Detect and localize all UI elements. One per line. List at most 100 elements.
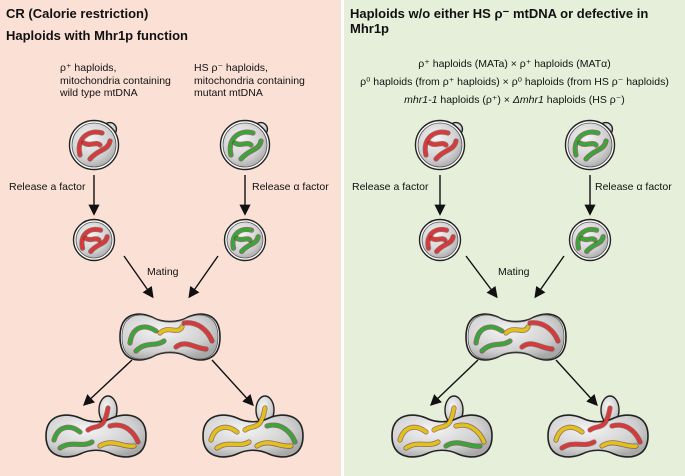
left-mating-cell-alpha-mito-3 bbox=[235, 236, 252, 242]
right-progeny-left-mito-2 bbox=[404, 440, 440, 450]
right-mating-cell-a-mito-3 bbox=[430, 236, 447, 242]
left-haploid-hs-rho-minus-mito-2 bbox=[239, 139, 263, 161]
left-progeny-mixed bbox=[45, 395, 147, 458]
right-haploid-a bbox=[414, 119, 466, 171]
left-haploid-hs-rho-minus-mito-3 bbox=[233, 141, 253, 147]
left-haploid-label-line-2: mitochondria containing bbox=[60, 74, 171, 87]
left-haploid-hs-rho-minus bbox=[219, 119, 271, 171]
right-progeny-right-mito-1 bbox=[554, 425, 584, 442]
left-haploid-rho-plus-mito-1 bbox=[77, 130, 104, 157]
panel-control-haploids bbox=[344, 0, 685, 476]
left-zygote-mito-right-1 bbox=[182, 320, 214, 343]
left-zygote-mito-left-2 bbox=[134, 339, 166, 353]
right-haploid-a-mito-3 bbox=[428, 141, 448, 147]
right-haploid-label-line-2: mitochondria containing bbox=[194, 74, 305, 87]
right-haploid-label-line-1: HS ρ⁻ haploids, bbox=[194, 62, 268, 74]
left-mating-cell-a bbox=[72, 218, 116, 262]
right-release-alpha-factor: Release α factor bbox=[595, 181, 672, 193]
left-progeny-mutant-mito-2 bbox=[215, 440, 251, 450]
cross-2: ρ⁰ haploids (from ρ⁺ haploids) × ρ⁰ hapl… bbox=[360, 76, 669, 88]
left-haploid-label: ρ⁺ haploids, mitochondria containing wil… bbox=[60, 62, 171, 100]
right-mating-cell-a-mito-1 bbox=[426, 227, 449, 250]
right-haploid-a-mito-1 bbox=[423, 130, 450, 157]
right-mating-cell-alpha bbox=[568, 218, 612, 262]
right-zygote bbox=[465, 313, 567, 361]
left-arrow-mating-alpha bbox=[188, 255, 219, 299]
right-arrow-mating-a bbox=[465, 255, 498, 299]
right-mating-label: Mating bbox=[498, 266, 530, 278]
left-panel-title: CR (Calorie restriction) bbox=[6, 6, 149, 21]
left-haploid-label-line-1: ρ⁺ haploids, bbox=[60, 62, 117, 74]
right-mating-cell-a-mito-2 bbox=[434, 234, 455, 254]
right-haploid-alpha bbox=[564, 119, 616, 171]
left-progeny-mixed-body bbox=[45, 414, 147, 458]
right-progeny-left-mito-1 bbox=[398, 425, 428, 442]
left-progeny-mixed-mito-5 bbox=[98, 441, 136, 449]
left-progeny-mutant-body bbox=[202, 414, 304, 458]
right-progeny-right-mito-5 bbox=[600, 441, 638, 449]
left-haploid-rho-plus-mito-3 bbox=[82, 141, 102, 147]
left-haploid-rho-plus-mito-2 bbox=[88, 139, 112, 161]
cross-3-allele-mhr1-1: mhr1-1 bbox=[404, 94, 438, 106]
right-zygote-mito-left-2 bbox=[480, 339, 512, 353]
left-arrow-progeny-right bbox=[211, 359, 254, 407]
left-release-a-factor: Release a factor bbox=[9, 181, 86, 193]
left-progeny-mutant-mito-3 bbox=[243, 406, 267, 432]
left-release-alpha-factor: Release α factor bbox=[252, 181, 329, 193]
right-progeny-left-mito-5 bbox=[444, 441, 482, 449]
left-progeny-mutant-mito-4 bbox=[265, 423, 297, 444]
cross-3-end: haploids (HS ρ⁻) bbox=[543, 94, 625, 106]
panel-divider bbox=[341, 0, 344, 476]
left-mating-cell-alpha bbox=[223, 218, 267, 262]
left-panel-subtitle: Haploids with Mhr1p function bbox=[6, 28, 188, 43]
right-progeny-left bbox=[391, 395, 493, 458]
right-mating-cell-alpha-mito-1 bbox=[576, 227, 599, 250]
right-mating-cell-alpha-mito-2 bbox=[584, 234, 605, 254]
left-progeny-mutant-mito-5 bbox=[255, 441, 293, 449]
cross-3-allele-delta-mhr1: Δmhr1 bbox=[512, 94, 544, 106]
cross-1: ρ⁺ haploids (MATa) × ρ⁺ haploids (MATα) bbox=[418, 58, 611, 70]
right-haploid-alpha-mito-2 bbox=[584, 139, 608, 161]
right-mating-cell-a bbox=[418, 218, 462, 262]
left-arrow-progeny-left bbox=[82, 359, 133, 406]
left-mating-label: Mating bbox=[147, 266, 179, 278]
left-zygote bbox=[119, 313, 221, 361]
right-progeny-right bbox=[547, 395, 649, 458]
right-progeny-right-mito-3 bbox=[588, 406, 612, 432]
left-zygote-mito-left-1 bbox=[128, 325, 158, 345]
right-arrow-mating-alpha bbox=[534, 255, 565, 299]
right-arrow-progeny-right bbox=[555, 359, 598, 407]
right-haploid-alpha-mito-1 bbox=[573, 130, 600, 157]
left-haploid-rho-plus bbox=[68, 119, 120, 171]
left-progeny-mixed-mito-4 bbox=[108, 423, 140, 444]
right-progeny-right-body bbox=[547, 414, 649, 458]
right-progeny-right-mito-4 bbox=[610, 423, 642, 444]
cross-3-mid: haploids (ρ⁺) × bbox=[437, 94, 513, 106]
left-progeny-mixed-mito-3 bbox=[86, 406, 110, 432]
left-mating-cell-a-mito-1 bbox=[80, 227, 103, 250]
right-progeny-left-body bbox=[391, 414, 493, 458]
right-zygote-mito-right-1 bbox=[528, 320, 560, 343]
right-zygote-mito-middle bbox=[504, 325, 530, 335]
right-zygote-mito-right-2 bbox=[520, 342, 554, 351]
left-progeny-mixed-mito-1 bbox=[52, 425, 82, 442]
left-mating-cell-a-mito-3 bbox=[84, 236, 101, 242]
right-haploid-label-line-3: mutant mtDNA bbox=[194, 87, 263, 99]
left-haploid-hs-rho-minus-mito-1 bbox=[228, 130, 255, 157]
left-arrow-mating-a bbox=[123, 255, 154, 299]
left-progeny-mutant-mito-1 bbox=[209, 425, 239, 442]
right-release-a-factor: Release a factor bbox=[352, 181, 429, 193]
right-progeny-left-mito-4 bbox=[454, 423, 486, 444]
right-panel-title: Haploids w/o either HS ρ⁻ mtDNA or defec… bbox=[350, 6, 649, 36]
right-mating-cell-alpha-mito-3 bbox=[580, 236, 597, 242]
left-mating-cell-alpha-mito-2 bbox=[239, 234, 260, 254]
left-haploid-label-line-3: wild type mtDNA bbox=[60, 87, 138, 99]
right-progeny-left-mito-3 bbox=[432, 406, 456, 432]
left-mating-cell-alpha-mito-1 bbox=[231, 227, 254, 250]
left-progeny-mixed-mito-2 bbox=[58, 440, 94, 450]
left-zygote-mito-right-2 bbox=[174, 342, 208, 351]
right-progeny-right-mito-2 bbox=[560, 440, 596, 450]
left-progeny-mutant bbox=[202, 395, 304, 458]
